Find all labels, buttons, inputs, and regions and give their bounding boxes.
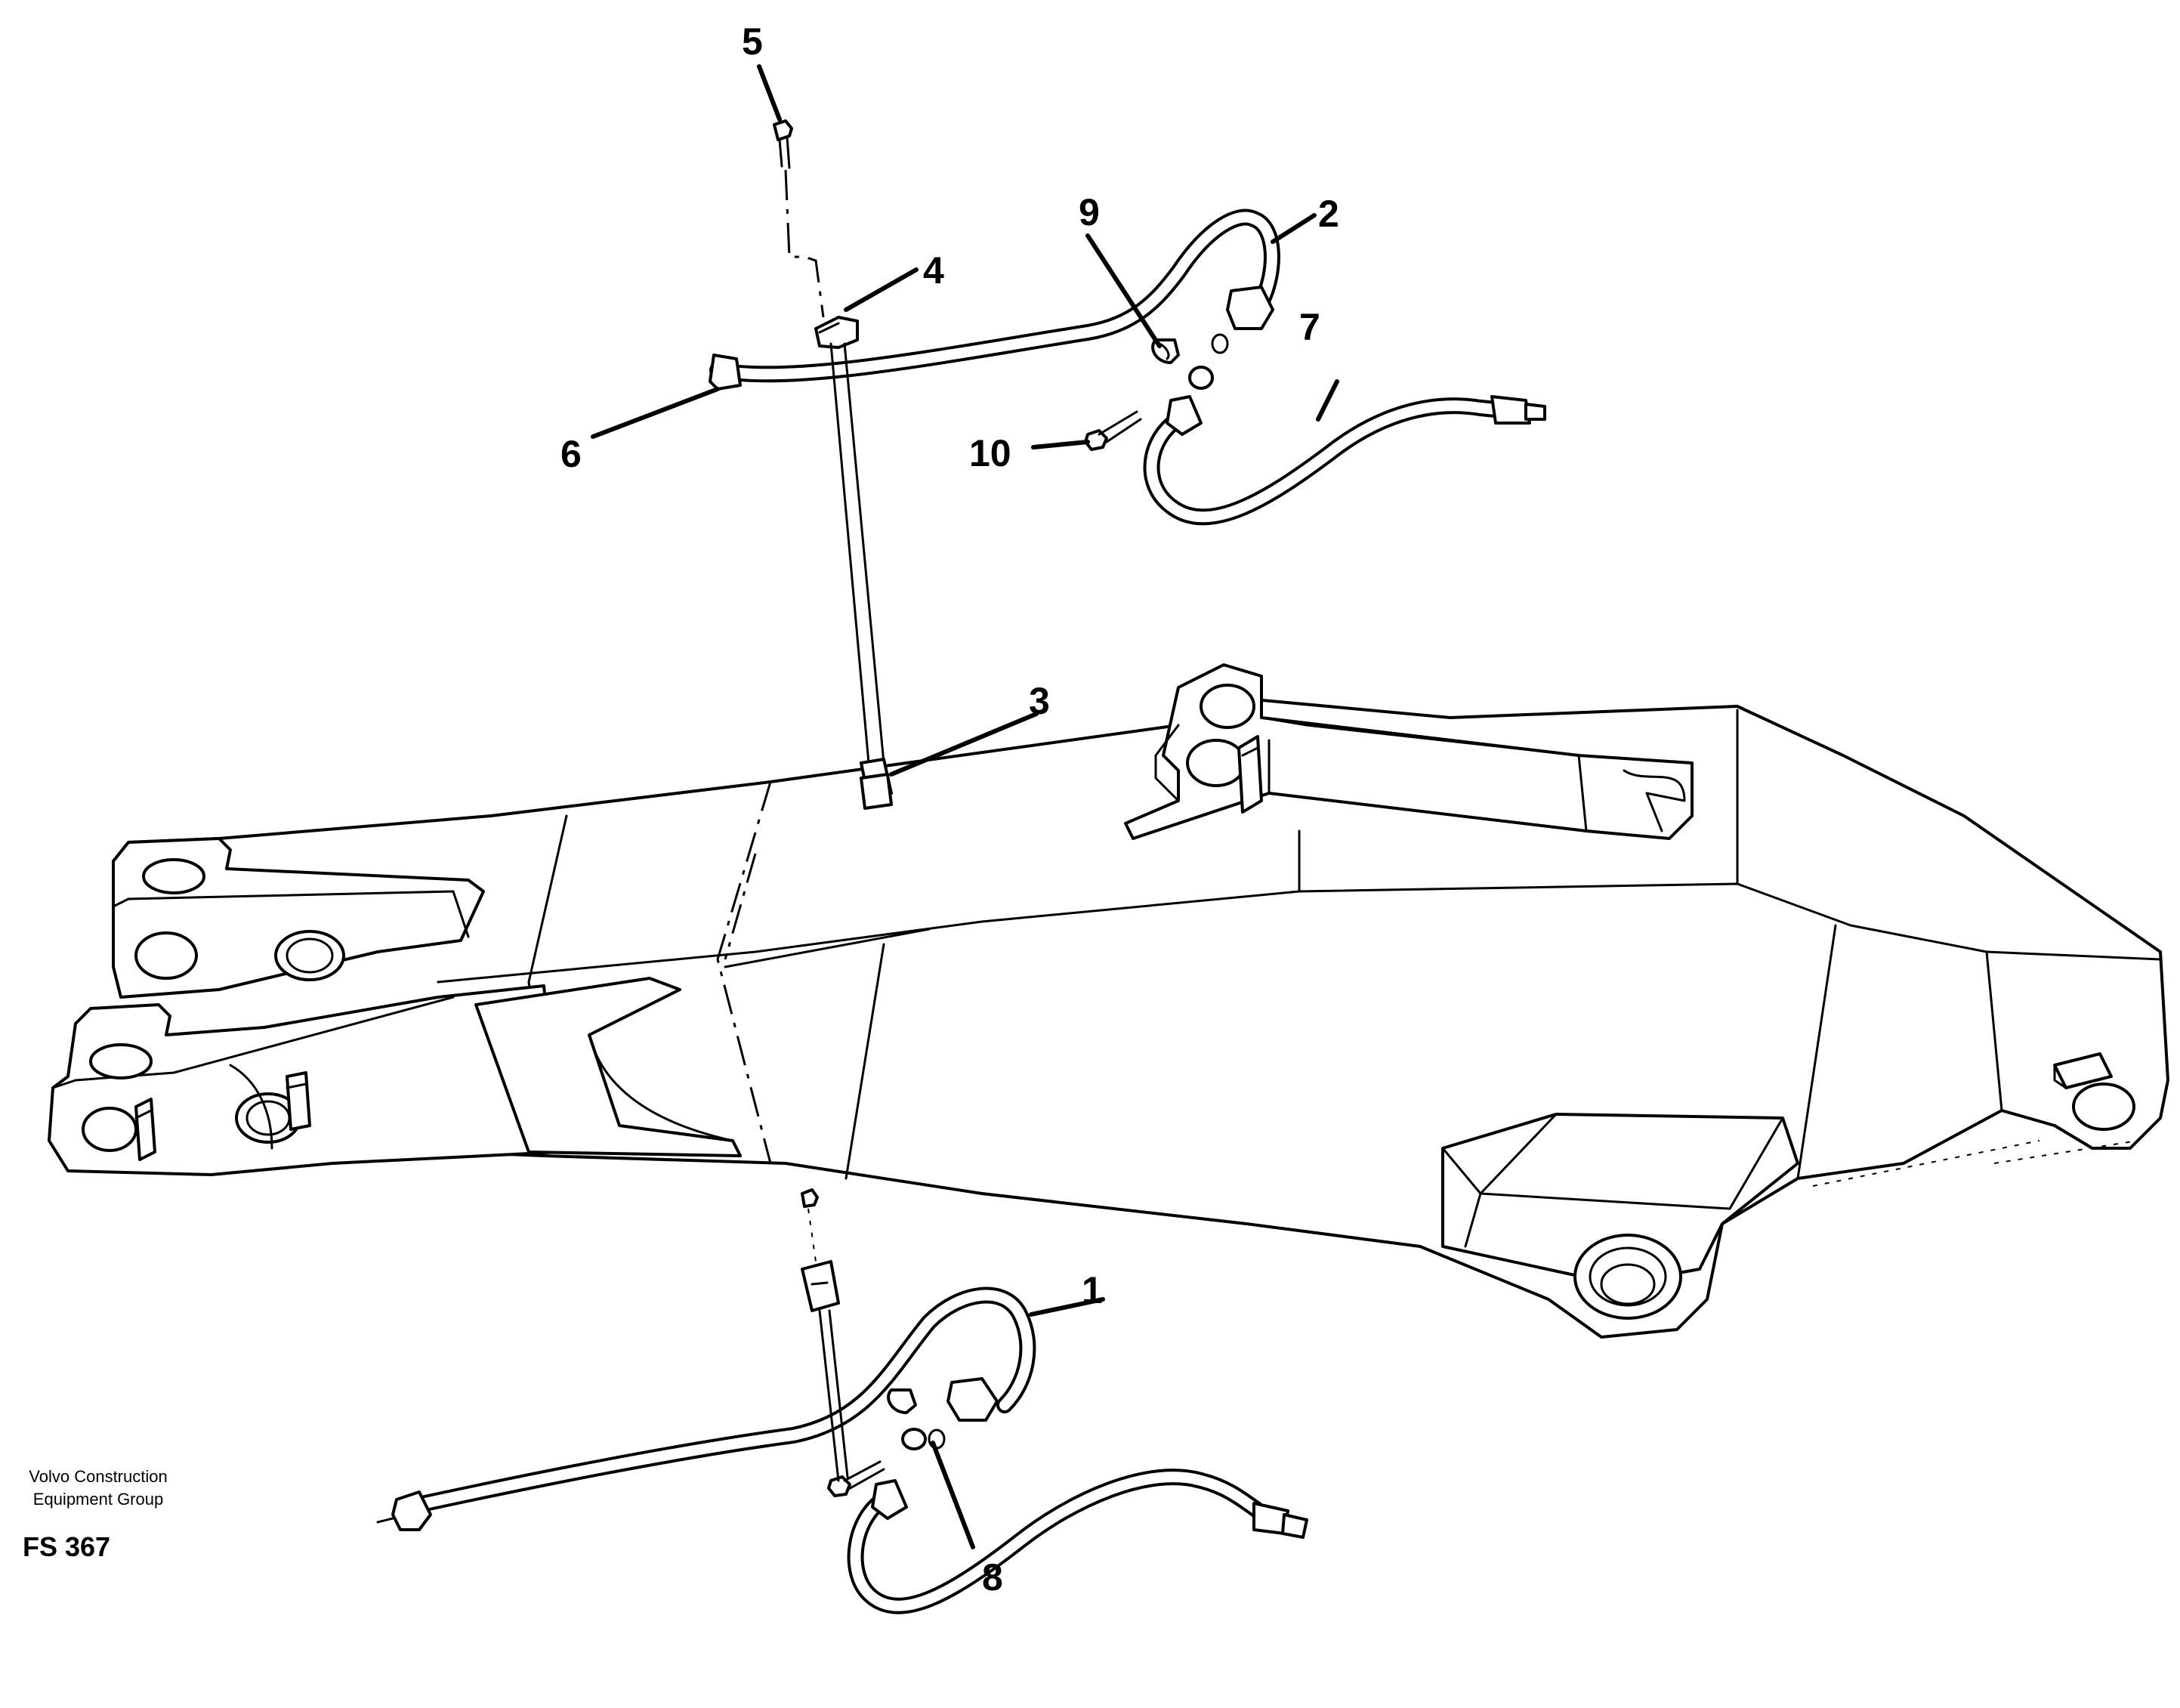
- leader-lines: [591, 64, 1339, 1549]
- lower-pipe-assembly: [376, 1188, 1308, 1614]
- boom-head: [48, 837, 742, 1176]
- upper-pipe-assembly: [709, 119, 1546, 810]
- company-name-line1: Volvo Construction: [29, 1467, 167, 1486]
- callout-6: 6: [560, 433, 582, 475]
- callout-1: 1: [1082, 1269, 1103, 1311]
- cylinder-bracket: [1124, 663, 1694, 840]
- callout-3: 3: [1029, 680, 1050, 722]
- figure-code: FS 367: [23, 1531, 110, 1562]
- callout-7: 7: [1299, 306, 1320, 348]
- callout-5: 5: [742, 20, 763, 63]
- callout-8: 8: [982, 1556, 1003, 1598]
- callout-9: 9: [1079, 191, 1100, 233]
- callout-4: 4: [923, 249, 944, 292]
- callout-2: 2: [1318, 193, 1339, 235]
- callout-10: 10: [969, 432, 1011, 474]
- caption-block: Volvo Construction Equipment Group FS 36…: [23, 1467, 168, 1562]
- company-name-line2: Equipment Group: [33, 1490, 163, 1509]
